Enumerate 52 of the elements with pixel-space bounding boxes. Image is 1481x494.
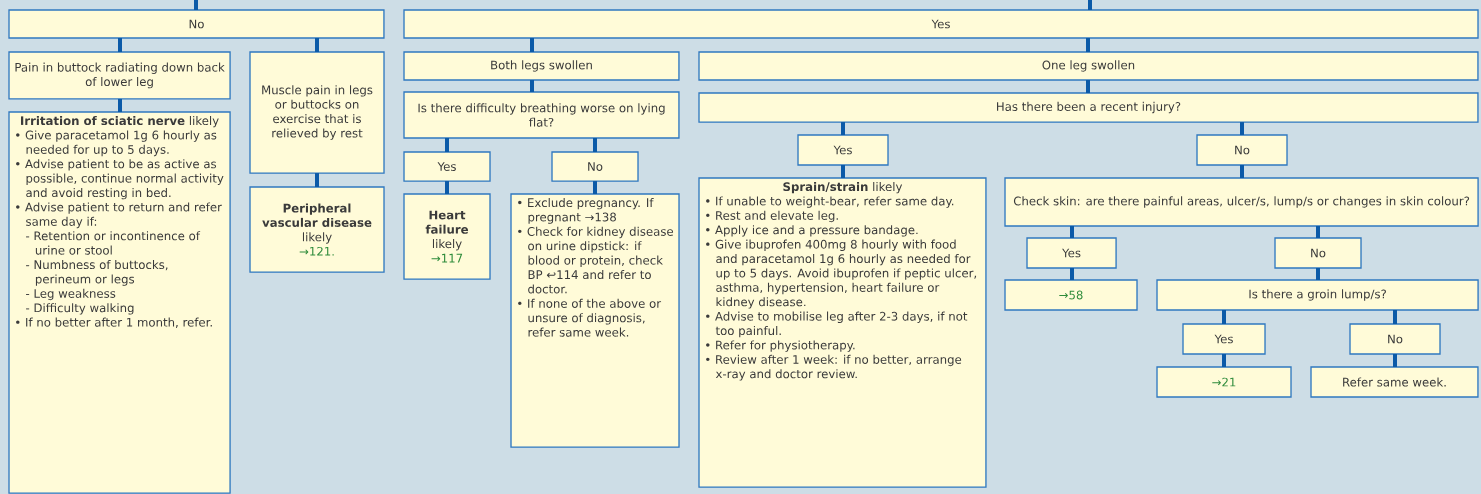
connector-line [1222, 354, 1226, 367]
outcome-box: →21 [1156, 366, 1292, 398]
connector-line [841, 165, 845, 178]
connector-line [1393, 354, 1397, 367]
answer-box: Yes [797, 134, 889, 166]
connector-line [315, 173, 319, 187]
answer-box: No [1196, 134, 1288, 166]
connector-line [194, 0, 198, 10]
connector-line [445, 138, 449, 152]
question-box: Check skin: are there painful areas, ulcer/s, lump/s or changes in skin colour? [1004, 177, 1479, 227]
connector-line [118, 38, 122, 52]
outcome-box: Heart failure likely →117 [403, 193, 491, 280]
advice-box: • Exclude pregnancy. If pregnant →138 • Check for kidney disease on urine dipstick: if blood or protein, check BP ↩114 and refer to doctor. • If none of the above or unsure of diagnosis, refer same week. [510, 193, 680, 448]
question-box: Is there a groin lump/s? [1156, 279, 1479, 311]
connector-line [1086, 38, 1090, 52]
connector-line [1070, 226, 1074, 238]
answer-box: Yes [1182, 323, 1266, 355]
outcome-box: Peripheral vascular disease likely →121. [249, 186, 385, 273]
connector-line [315, 38, 319, 52]
connector-line [1393, 310, 1397, 324]
connector-line [1088, 0, 1092, 10]
symptom-box: Both legs swollen [403, 51, 680, 81]
answer-box: Yes [1026, 237, 1117, 269]
connector-line [530, 80, 534, 92]
connector-line [593, 181, 597, 194]
answer-box: No [1349, 323, 1441, 355]
connector-line [1240, 122, 1244, 135]
outcome-box: Refer same week. [1310, 366, 1479, 398]
question-box: Has there been a recent injury? [698, 92, 1479, 123]
connector-line [1070, 268, 1074, 280]
symptom-box: Pain in buttock radiating down back of lower leg [8, 51, 231, 100]
symptom-box: Muscle pain in legs or buttocks on exercise that is relieved by rest [249, 51, 385, 174]
connector-line [1086, 80, 1090, 93]
outcome-box: →58 [1004, 279, 1138, 311]
advice-box: Sprain/strain likely • If unable to weight-bear, refer same day. • Rest and elevate leg. • Apply ice and a pressure bandage. • Give ibuprofen 400mg 8 hourly with food and paracetamol 1g 6 hourly as needed for up to 5 days. Avoid ibuprofen if peptic ulcer, asthma, hypertension, heart failure or kidney disease. • Advise to mobilise leg after 2-3 days, if not too painful. • Refer for physiotherapy. • Review after 1 week: if no better, arrange x-ray and doctor review. [698, 177, 987, 488]
connector-line [1222, 310, 1226, 324]
answer-box: Yes [403, 9, 1479, 39]
answer-box: Yes [403, 151, 491, 182]
answer-box: No [551, 151, 639, 182]
answer-box: No [1274, 237, 1362, 269]
question-box: Is there difficulty breathing worse on lying flat? [403, 91, 680, 139]
connector-line [1316, 268, 1320, 280]
answer-box: No [8, 9, 385, 39]
connector-line [1316, 226, 1320, 238]
advice-box: Irritation of sciatic nerve likely • Give paracetamol 1g 6 hourly as needed for up to 5 days. • Advise patient to be as active as possible, continue normal activity and avoid resting in bed. • Advise patient to return and refer same day if: - Retention or incontinence of urine or stool - Numbness of buttocks, perineum or legs - Leg weakness - Difficulty walking • If no better after 1 month, refer. [8, 111, 231, 494]
connector-line [118, 98, 122, 112]
connector-line [445, 181, 449, 194]
connector-line [1240, 165, 1244, 178]
connector-line [841, 122, 845, 135]
symptom-box: One leg swollen [698, 51, 1479, 81]
connector-line [530, 38, 534, 52]
connector-line [593, 138, 597, 152]
